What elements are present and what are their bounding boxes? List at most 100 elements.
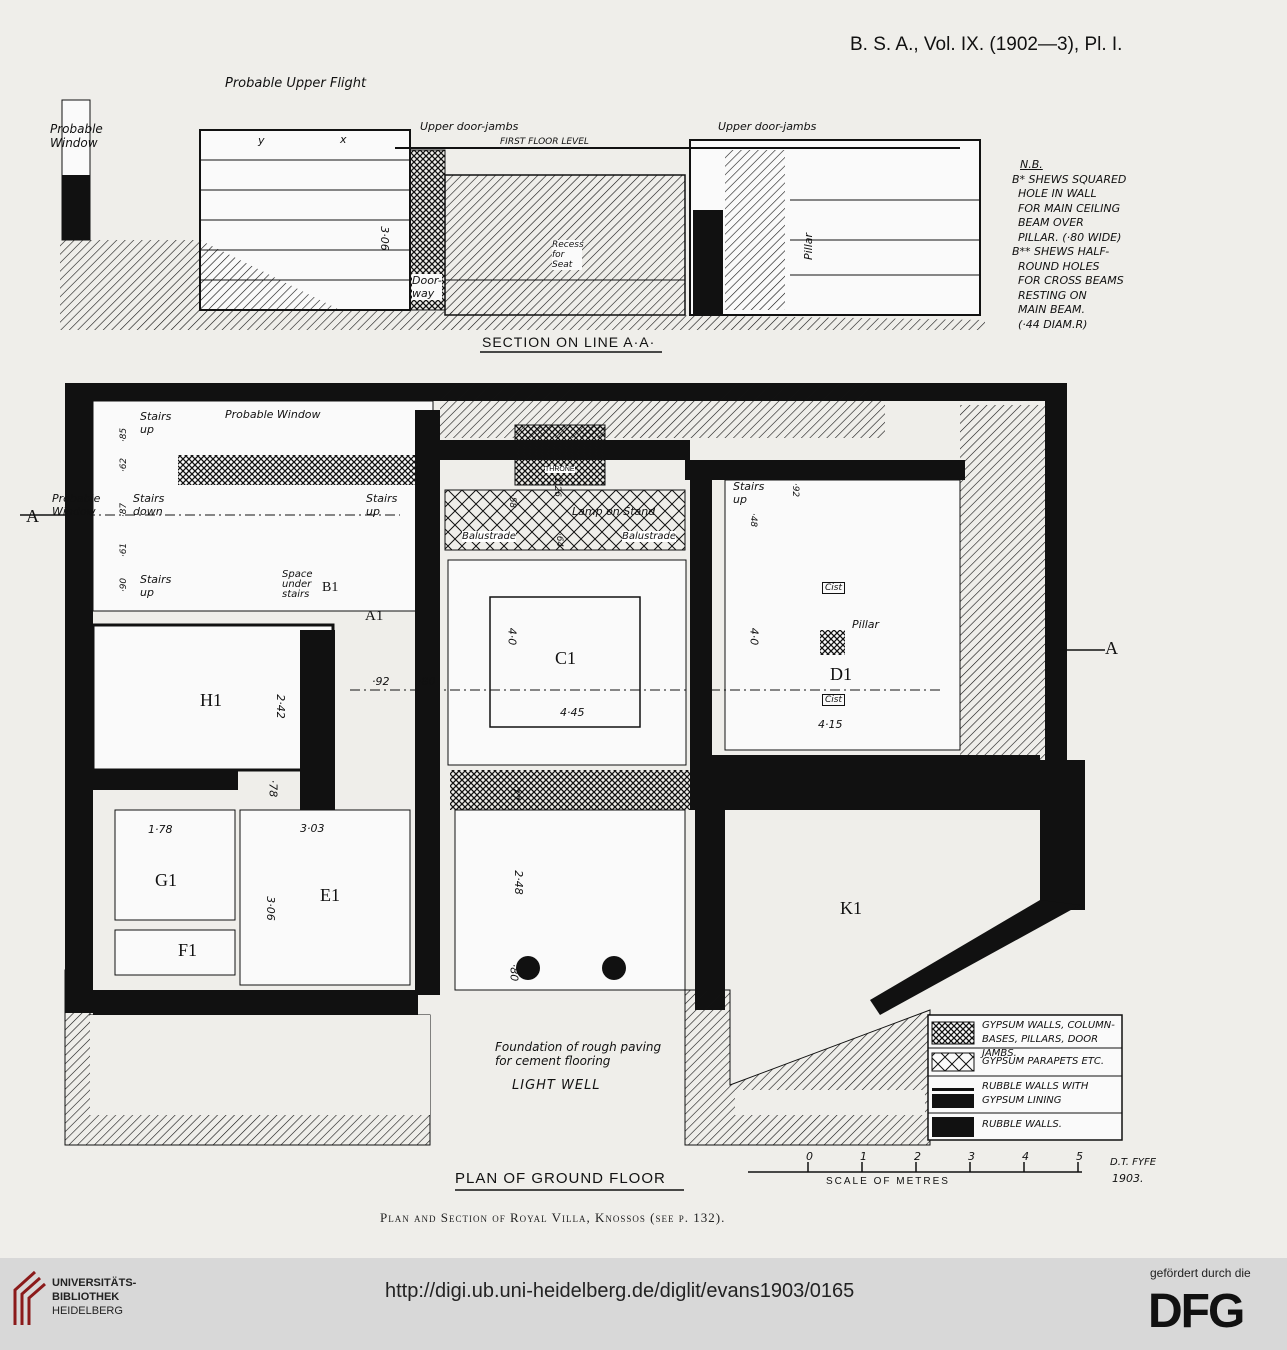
- label-upper-flight: Probable Upper Flight: [225, 76, 367, 91]
- nb-line: PILLAR. (·80 WIDE): [1018, 230, 1122, 244]
- dim-g: ·58: [507, 493, 518, 509]
- section-marker-right: A: [1105, 638, 1118, 658]
- dim-c1-length: 4·45: [560, 706, 585, 719]
- dim-c: ·78: [266, 779, 280, 798]
- dim-section-height: 3·06: [377, 226, 391, 251]
- dim-f: 1·26: [552, 476, 563, 498]
- plate-reference: B. S. A., Vol. IX. (1902—3), Pl. I.: [850, 34, 1123, 55]
- legend-gypsum-parapets: GYPSUM PARAPETS ETC.: [982, 1056, 1105, 1067]
- dim-h: ·64: [554, 532, 565, 548]
- dim-g1: 1·78: [148, 823, 173, 836]
- nb-line: BEAM OVER: [1018, 216, 1084, 229]
- scale-tick-1: 1: [860, 1150, 867, 1163]
- dim-e1-width: 3·06: [263, 896, 277, 921]
- dim-light-well: 2·48: [511, 870, 525, 895]
- label-stairs-down: Stairs down: [133, 492, 165, 518]
- nb-line: B* SHEWS SQUARED: [1012, 172, 1127, 186]
- scale-label: SCALE OF METRES: [826, 1176, 950, 1187]
- label-stairs-up-2: Stairs up: [366, 492, 398, 518]
- signature-name: D.T. FYFE: [1110, 1157, 1157, 1168]
- section-marker-left: A: [26, 506, 39, 526]
- room-b1: B1: [322, 580, 339, 595]
- label-recess: Recess for Seat: [552, 240, 584, 270]
- room-e1: E1: [320, 885, 340, 905]
- library-logo-icon: [13, 1270, 46, 1325]
- nb-title: N.B.: [1020, 158, 1043, 171]
- section-drawing: [60, 99, 985, 330]
- dim-c1-width: 4·0: [505, 627, 519, 646]
- section-title: SECTION ON LINE A·A·: [482, 334, 656, 350]
- dfg-logo: DFG: [1148, 1285, 1245, 1338]
- dim-k: ·85: [119, 427, 130, 443]
- label-cist-1: Cist: [822, 582, 846, 594]
- library-line: BIBLIOTHEK: [52, 1291, 120, 1303]
- dim-e1-length: 3·03: [300, 822, 325, 835]
- label-stairs-up-3: Stairs up: [140, 573, 172, 599]
- library-name: UNIVERSITÄTS- BIBLIOTHEK HEIDELBERG: [52, 1276, 136, 1318]
- dim-h1: 2·42: [273, 694, 287, 719]
- dim-j: ·48: [748, 512, 759, 528]
- label-light-well: LIGHT WELL: [512, 1078, 601, 1093]
- label-throne: THRONE: [545, 466, 575, 473]
- label-probable-window: Probable Window: [50, 122, 103, 150]
- room-a1: A1: [365, 608, 384, 624]
- source-url[interactable]: http://digi.ub.uni-heidelberg.de/diglit/…: [385, 1280, 855, 1302]
- scale-tick-5: 5: [1076, 1150, 1083, 1163]
- dim-l: ·62: [119, 457, 130, 473]
- legend-box: [927, 1014, 1123, 1141]
- footer-bar: UNIVERSITÄTS- BIBLIOTHEK HEIDELBERG http…: [0, 1258, 1287, 1350]
- label-x: x: [340, 133, 347, 146]
- scale-tick-4: 4: [1022, 1150, 1029, 1163]
- scale-tick-3: 3: [968, 1150, 975, 1163]
- nb-line: RESTING ON: [1018, 288, 1087, 302]
- label-door-jambs-2: Upper door-jambs: [718, 120, 817, 133]
- label-cist-2: Cist: [822, 694, 846, 706]
- scale-bar: [748, 1162, 1082, 1173]
- room-f1: F1: [178, 940, 198, 960]
- dim-b: ·80: [418, 675, 436, 688]
- dim-m: ·87: [119, 502, 130, 518]
- legend-gypsum-walls: GYPSUM WALLS, COLUMN-BASES, PILLARS, DOO…: [982, 1020, 1115, 1059]
- dim-d1-width: 4·0: [747, 627, 761, 646]
- dim-d1-length: 4·15: [818, 718, 843, 731]
- scale-tick-2: 2: [914, 1150, 921, 1163]
- dim-e: ·77: [508, 782, 522, 801]
- plan-title: PLAN OF GROUND FLOOR: [455, 1170, 666, 1187]
- nb-line: FOR MAIN CEILING: [1018, 201, 1121, 215]
- label-pillar: Pillar: [852, 618, 880, 631]
- label-balustrade-1: Balustrade: [462, 531, 516, 542]
- legend-rubble-walls: RUBBLE WALLS.: [982, 1119, 1062, 1130]
- dim-d: ·80: [507, 963, 521, 982]
- label-lamp: Lamp on Stand: [572, 505, 656, 518]
- nb-note: N.B. B* SHEWS SQUARED HOLE IN WALL FOR M…: [1012, 158, 1126, 332]
- library-line: UNIVERSITÄTS-: [52, 1277, 137, 1289]
- library-line: HEIDELBERG: [52, 1305, 123, 1317]
- nb-line: FOR CROSS BEAMS: [1018, 274, 1124, 287]
- label-y: y: [258, 134, 265, 147]
- funded-by: gefördert durch die: [1150, 1266, 1251, 1280]
- label-space-under-stairs: Space under stairs: [282, 569, 313, 600]
- dim-i: ·92: [790, 482, 801, 498]
- label-doorway: Door-way: [412, 274, 442, 300]
- nb-line: MAIN BEAM.: [1018, 303, 1085, 316]
- nb-line: ROUND HOLES: [1018, 259, 1100, 273]
- label-stairs-up-1: Stairs up: [140, 410, 172, 436]
- label-first-floor: FIRST FLOOR LEVEL: [500, 137, 589, 147]
- dim-a: ·92: [372, 675, 390, 688]
- nb-line: (·44 DIAM.R): [1018, 317, 1088, 331]
- label-balustrade-2: Balustrade: [622, 531, 676, 542]
- nb-line: HOLE IN WALL: [1018, 187, 1097, 200]
- room-g1: G1: [155, 870, 177, 890]
- label-probable-window-left: Probable Window: [52, 492, 101, 518]
- nb-line: B** SHEWS HALF-: [1012, 245, 1110, 258]
- label-probable-window-plan: Probable Window: [225, 408, 321, 421]
- dim-o: ·90: [119, 577, 130, 593]
- dim-n: ·61: [119, 542, 130, 558]
- room-k1: K1: [840, 898, 862, 918]
- label-foundation: Foundation of rough paving for cement fl…: [495, 1040, 662, 1068]
- plate-caption: Plan and Section of Royal Villa, Knossos…: [380, 1210, 726, 1225]
- signature-year: 1903.: [1112, 1172, 1144, 1185]
- room-d1: D1: [830, 664, 852, 684]
- room-h1: H1: [200, 690, 222, 710]
- room-c1: C1: [555, 648, 577, 669]
